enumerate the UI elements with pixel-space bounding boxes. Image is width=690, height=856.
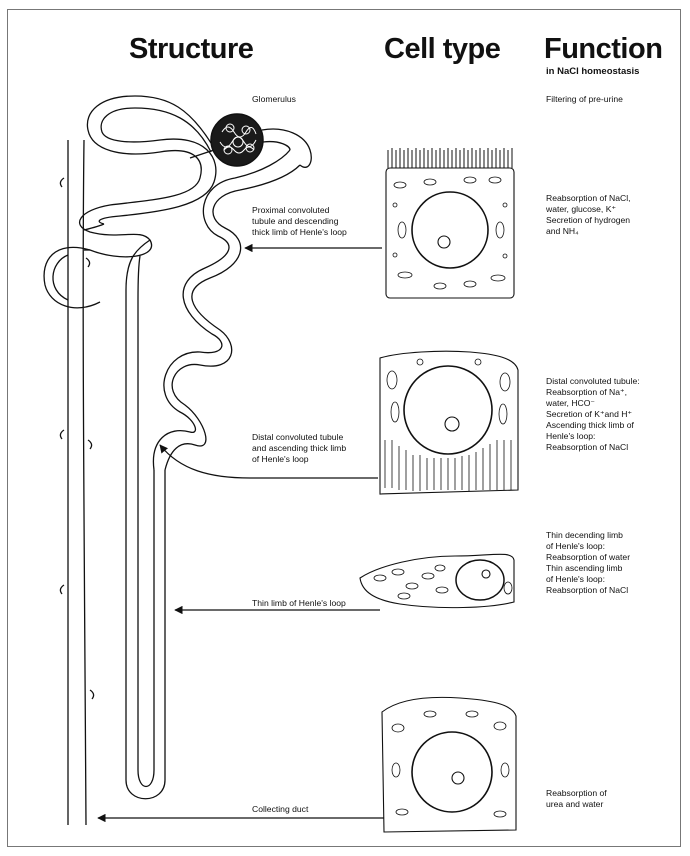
pointer-arrows xyxy=(98,248,384,818)
function-collecting-duct: Reabsorption of urea and water xyxy=(546,788,607,810)
thin-limb-label: Thin limb of Henle's loop xyxy=(252,598,346,609)
proximal-tubule-label: Proximal convoluted tubule and descendin… xyxy=(252,205,347,238)
collecting-duct xyxy=(60,140,93,825)
function-distal: Distal convoluted tubule: Reabsorption o… xyxy=(546,376,640,453)
glomerulus-label: Glomerulus xyxy=(252,94,296,105)
distal-tubule-label: Distal convoluted tubule and ascending t… xyxy=(252,432,346,465)
function-proximal: Reabsorption of NaCl, water, glucose, K⁺… xyxy=(546,193,631,237)
function-filtering: Filtering of pre-urine xyxy=(546,94,623,105)
collecting-duct-label: Collecting duct xyxy=(252,804,308,815)
distal-cell xyxy=(380,351,518,494)
glomerulus xyxy=(211,114,263,166)
function-thin-limb: Thin decending limb of Henle's loop: Rea… xyxy=(546,530,630,596)
collecting-cell xyxy=(382,697,516,832)
thin-limb-cell xyxy=(360,554,514,607)
proximal-cell xyxy=(386,148,514,298)
